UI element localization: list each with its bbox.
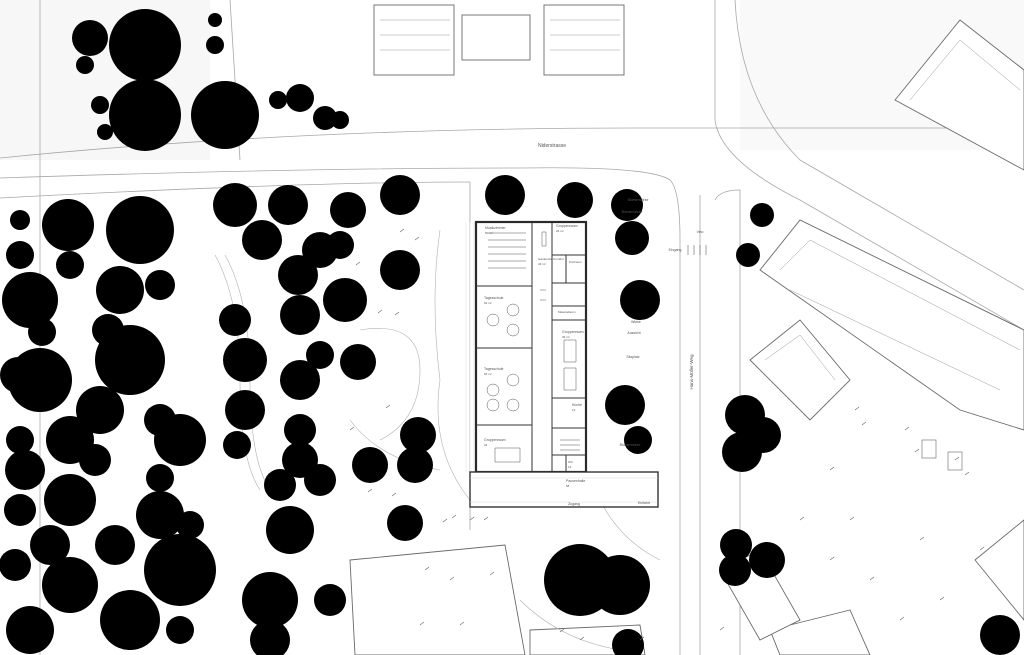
street-label-north: Niderstrasse	[538, 143, 566, 149]
label-einfahrt: Einfahrt	[638, 501, 650, 505]
room-wc-area: 14	[568, 465, 572, 469]
room-pausenhalle-area: 58	[566, 484, 570, 488]
room-kueche: Küche	[572, 403, 582, 407]
room-gruppenraum-1: Gruppenraum	[556, 224, 578, 228]
label-east-5: Blumenwiese	[620, 443, 641, 447]
school-building	[465, 220, 659, 508]
site-furniture	[349, 228, 985, 641]
room-putzraum: Putzraum	[569, 260, 582, 264]
room-materialraum: Materialraum	[558, 310, 576, 314]
room-tagesschule-2: Tagesschule	[484, 367, 504, 371]
room-garderobe-area: 44 m²	[538, 262, 546, 266]
room-labels: Musikzimmer 50 m² Gruppenraum 24 m² Gard…	[484, 224, 585, 488]
room-musikzimmer: Musikzimmer	[485, 226, 506, 230]
room-kueche-area: 13	[572, 408, 576, 412]
room-gruppenraum-1-area: 24 m²	[556, 229, 564, 233]
label-east-6: Aussicht	[627, 331, 640, 335]
room-garderobe: Garderobe Korridor	[538, 257, 564, 261]
room-gruppenraum-2: Gruppenraum	[562, 330, 584, 334]
label-east-1: Blumenwiese	[628, 198, 649, 202]
street-label-east: Hans-Müller-Weg	[689, 354, 694, 389]
label-east-2: Blumenwiese	[622, 210, 643, 214]
room-gruppenraum-3: Gruppenraum	[484, 438, 506, 442]
room-gruppenraum-3-area: 24	[484, 443, 488, 447]
room-tagesschule-1: Tagesschule	[484, 296, 504, 300]
label-east-4: Sitzplatz	[626, 355, 639, 359]
label-south: Zugang	[568, 502, 580, 506]
room-tagesschule-1-area: 62 m²	[484, 301, 492, 305]
north-buildings	[373, 4, 625, 76]
room-gruppenraum-2-area: 36 m²	[562, 335, 570, 339]
label-eingang: Eingang	[669, 248, 682, 252]
room-pausenhalle: Pausenhalle	[566, 479, 585, 483]
room-wc: WC	[568, 460, 574, 464]
room-tagesschule-2-area: 62 m²	[484, 372, 492, 376]
label-velo: Velo	[697, 230, 704, 234]
label-east-3: Wiese	[631, 320, 641, 324]
room-musikzimmer-area: 50 m²	[485, 231, 493, 235]
